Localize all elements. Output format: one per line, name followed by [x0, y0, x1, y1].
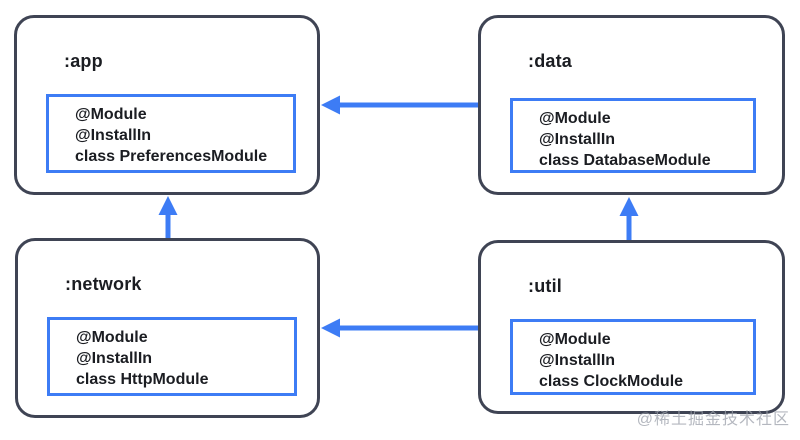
hilt-code-box-app: @Module @InstallIn class PreferencesModu… [46, 94, 296, 173]
module-title-network: :network [65, 274, 142, 294]
hilt-code-box-util: @Module @InstallIn class ClockModule [510, 319, 756, 395]
arrow-util-to-network [321, 318, 478, 338]
code-line-annotation-module: @Module [539, 110, 611, 127]
arrow-util-to-data [619, 197, 639, 240]
module-title-data: :data [528, 51, 573, 71]
module-title-util: :util [528, 276, 562, 296]
watermark-text: @稀土掘金技术社区 [636, 411, 790, 428]
module-box-util: :util @Module @InstallIn class ClockModu… [478, 240, 785, 414]
code-line-annotation-module: @Module [75, 106, 147, 123]
module-box-app: :app @Module @InstallIn class Preference… [14, 15, 320, 195]
code-line-annotation-installin: @InstallIn [76, 350, 153, 367]
code-line-class-declaration: class PreferencesModule [75, 148, 268, 165]
module-title-app: :app [64, 51, 103, 71]
arrow-network-to-app [158, 196, 178, 238]
code-line-annotation-installin: @InstallIn [539, 131, 616, 148]
code-line-class-declaration: class DatabaseModule [539, 152, 711, 169]
code-line-annotation-module: @Module [76, 329, 148, 346]
code-line-annotation-installin: @InstallIn [539, 352, 616, 369]
code-line-annotation-installin: @InstallIn [75, 127, 152, 144]
code-line-class-declaration: class HttpModule [76, 371, 209, 388]
code-line-annotation-module: @Module [539, 331, 611, 348]
hilt-code-box-data: @Module @InstallIn class DatabaseModule [510, 98, 756, 173]
module-box-network: :network @Module @InstallIn class HttpMo… [15, 238, 320, 418]
arrow-data-to-app [321, 95, 478, 115]
hilt-code-box-network: @Module @InstallIn class HttpModule [47, 317, 297, 396]
code-line-class-declaration: class ClockModule [539, 373, 684, 390]
module-box-data: :data @Module @InstallIn class DatabaseM… [478, 15, 785, 195]
